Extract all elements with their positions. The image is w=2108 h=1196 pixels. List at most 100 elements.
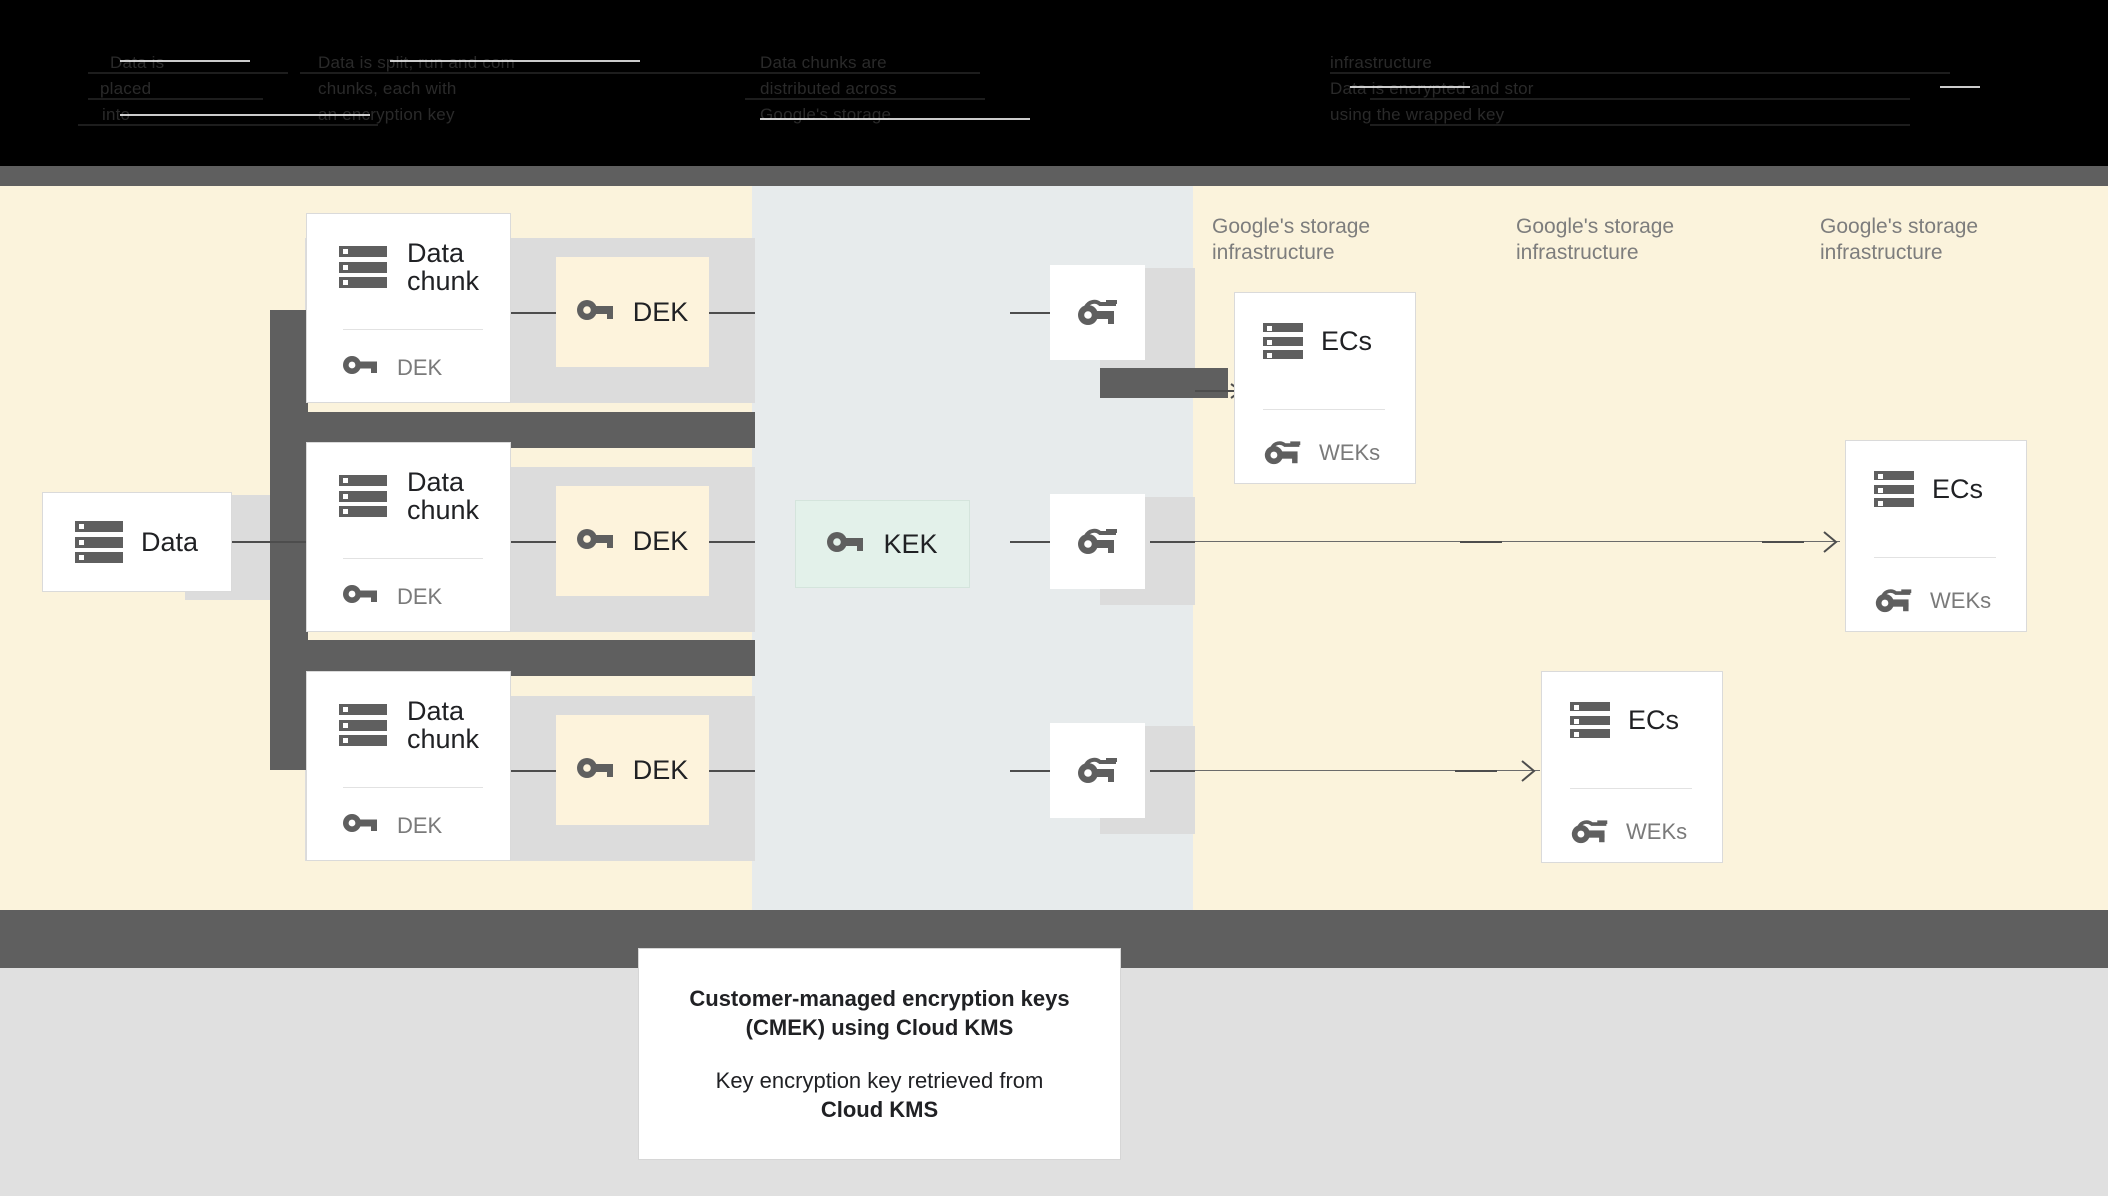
- chip-dek-2-label: DEK: [632, 525, 689, 556]
- ecs-2-title: ECs: [1932, 474, 1984, 504]
- key-icon: [576, 527, 615, 556]
- connector-row2-seg-c: [1762, 541, 1804, 543]
- key-icon: [343, 812, 379, 839]
- chunk-1-title: Data chunk: [407, 238, 480, 296]
- connector-chunk2-to-dek2: [511, 541, 556, 543]
- top-banner-obscured: Data is placed into Data is split, run a…: [0, 0, 2108, 166]
- connector-kek-to-wek2: [1010, 541, 1050, 543]
- database-icon: [339, 704, 387, 746]
- banner-text-7: distributed across: [760, 79, 897, 98]
- card-ecs-2[interactable]: ECs WEKs: [1845, 440, 2027, 632]
- key-icon: [827, 530, 865, 559]
- database-icon: [339, 475, 387, 517]
- connector-chunk1-to-dek1: [511, 312, 556, 314]
- chip-dek-3[interactable]: DEK: [556, 715, 709, 825]
- key-icon: [343, 354, 379, 381]
- card-data-chunk-2[interactable]: Data chunk DEK: [306, 442, 511, 632]
- card-source-data[interactable]: Data: [42, 492, 232, 592]
- ecs-3-title: ECs: [1628, 705, 1680, 735]
- heading-storage-2: Google's storage infrastructure: [1516, 215, 1675, 264]
- wrapped-key-icon: [1076, 751, 1120, 790]
- banner-text-4: chunks, each with: [318, 79, 457, 98]
- chip-dek-1[interactable]: DEK: [556, 257, 709, 367]
- banner-text-9: infrastructure: [1330, 53, 1433, 72]
- card-divider: [1874, 557, 1996, 558]
- box-wrapped-key-1[interactable]: [1050, 265, 1145, 360]
- connector-dek1-right: [709, 312, 755, 314]
- caption-bold-line-1: Customer-managed encryption keys: [689, 986, 1070, 1011]
- banner-text-2: into: [102, 105, 131, 124]
- card-data-chunk-1[interactable]: Data chunk DEK: [306, 213, 511, 403]
- card-ecs-1[interactable]: ECs WEKs: [1234, 292, 1416, 484]
- connector-row3-long: [1150, 770, 1540, 771]
- wrapped-key-icon: [1874, 583, 1914, 619]
- caption-regular-line-2: Cloud KMS: [820, 1097, 939, 1122]
- chip-kek[interactable]: KEK: [795, 500, 970, 588]
- banner-text-10: Data is encrypted and stor: [1330, 79, 1534, 98]
- box-wrapped-key-3[interactable]: [1050, 723, 1145, 818]
- box-wrapped-key-2[interactable]: [1050, 494, 1145, 589]
- database-icon: [1263, 323, 1303, 359]
- heading-storage-1: Google's storage infrastructure: [1212, 215, 1371, 264]
- caption-box: Customer-managed encryption keys (CMEK) …: [638, 948, 1121, 1160]
- banner-bottom-bar: [0, 166, 2108, 186]
- database-icon: [1874, 471, 1914, 507]
- wrapped-key-icon: [1076, 293, 1120, 332]
- database-icon: [339, 246, 387, 288]
- connector-dek3-right: [709, 770, 755, 772]
- connector-row3-seg-a: [1150, 770, 1195, 772]
- banner-text-3: Data is split, run and com: [318, 53, 516, 72]
- connector-to-wek1: [1010, 312, 1050, 314]
- source-label: Data: [141, 527, 199, 557]
- ecs-1-key-label: WEKs: [1319, 440, 1381, 465]
- arrow-row-2: [1823, 531, 1838, 553]
- chunk-3-title: Data chunk: [407, 696, 480, 754]
- heading-storage-3: Google's storage infrastructure: [1820, 215, 1979, 264]
- chunk-2-title: Data chunk: [407, 467, 480, 525]
- banner-text-11: using the wrapped key: [1330, 105, 1505, 124]
- arrow-row-3: [1521, 760, 1536, 782]
- wrapped-key-icon: [1570, 814, 1610, 850]
- bracket-arm-bottom: [270, 640, 755, 676]
- connector-row2-seg-b: [1460, 541, 1502, 543]
- chip-dek-1-label: DEK: [632, 296, 689, 327]
- connector-to-wek3: [1010, 770, 1050, 772]
- chunk-2-key-label: DEK: [397, 583, 443, 609]
- key-icon: [343, 583, 379, 610]
- banner-text-0: Data is: [110, 53, 165, 72]
- card-data-chunk-3[interactable]: Data chunk DEK: [306, 671, 511, 861]
- connector-dek2-right: [709, 541, 755, 543]
- key-icon: [576, 756, 615, 785]
- connector-chunk3-to-dek3: [511, 770, 556, 772]
- banner-text-6: Data chunks are: [760, 53, 887, 72]
- database-icon: [75, 521, 123, 563]
- card-divider: [343, 558, 483, 559]
- chip-dek-3-label: DEK: [632, 754, 689, 785]
- chip-dek-2[interactable]: DEK: [556, 486, 709, 596]
- card-divider: [343, 329, 483, 330]
- card-divider: [343, 787, 483, 788]
- chip-kek-label: KEK: [883, 528, 938, 559]
- ecs-3-key-label: WEKs: [1626, 819, 1688, 844]
- banner-text-5: an encryption key: [318, 105, 455, 124]
- connector-source-to-trunk: [232, 541, 310, 543]
- chunk-3-key-label: DEK: [397, 812, 443, 838]
- banner-text-1: placed: [100, 79, 152, 98]
- ecs-1-title: ECs: [1321, 326, 1373, 356]
- card-divider: [1263, 409, 1385, 410]
- wrapped-key-icon: [1263, 435, 1303, 471]
- key-icon: [576, 298, 615, 327]
- caption-bold-line-2: (CMEK) using Cloud KMS: [745, 1015, 1014, 1040]
- bracket-trunk-vertical: [270, 310, 308, 770]
- ecs-2-key-label: WEKs: [1930, 588, 1992, 613]
- connector-row3-seg-b: [1455, 770, 1497, 772]
- connector-row2-seg-a: [1150, 541, 1195, 543]
- bracket-arrow-bar-row1: [1100, 368, 1228, 398]
- card-ecs-3[interactable]: ECs WEKs: [1541, 671, 1723, 863]
- wrapped-key-icon: [1076, 522, 1120, 561]
- chunk-1-key-label: DEK: [397, 354, 443, 380]
- database-icon: [1570, 702, 1610, 738]
- banner-text-8: Google's storage: [760, 105, 892, 124]
- card-divider: [1570, 788, 1692, 789]
